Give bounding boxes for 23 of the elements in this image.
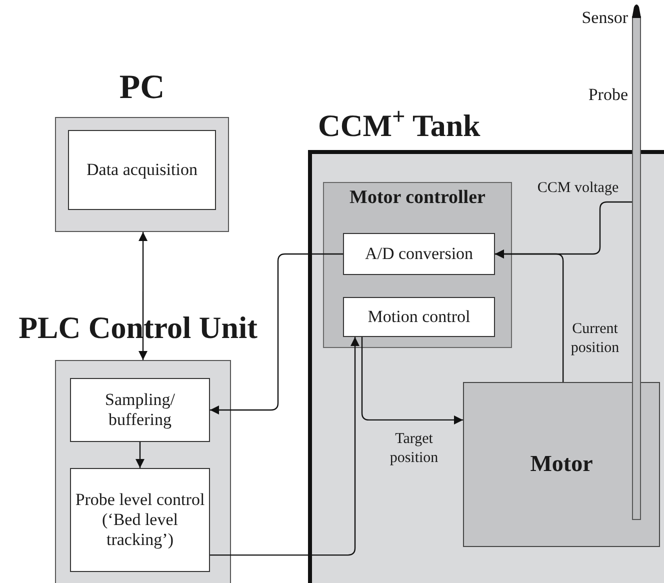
part-label: Probe	[588, 85, 628, 105]
process-box: Probe level control (‘Bed level tracking’)	[70, 468, 210, 572]
panel-heading: CCM$^{+}$ Tank	[318, 110, 480, 140]
connector-arrow	[495, 201, 632, 258]
motor-label: Motor	[530, 450, 593, 478]
probe-rod	[632, 16, 641, 520]
motor-box	[463, 382, 660, 547]
process-box: Sampling/ buffering	[70, 378, 210, 442]
edge-label: Target position	[388, 430, 440, 468]
connector-arrow	[210, 337, 360, 556]
controller-panel	[323, 182, 512, 348]
edge-label: Current position	[570, 320, 620, 358]
panel-heading: PC	[119, 71, 165, 105]
process-box: A/D conversion	[343, 233, 495, 275]
part-label: Sensor	[582, 8, 628, 28]
connector-arrow	[361, 337, 463, 424]
process-box: Motion control	[343, 297, 495, 337]
connector-arrow	[138, 232, 148, 360]
connector-arrow	[136, 442, 144, 468]
panel-heading: Motor controller	[350, 186, 486, 210]
edge-label: CCM voltage	[537, 178, 619, 198]
connector-arrow	[210, 253, 343, 414]
process-box: Data acquisition	[68, 130, 216, 210]
